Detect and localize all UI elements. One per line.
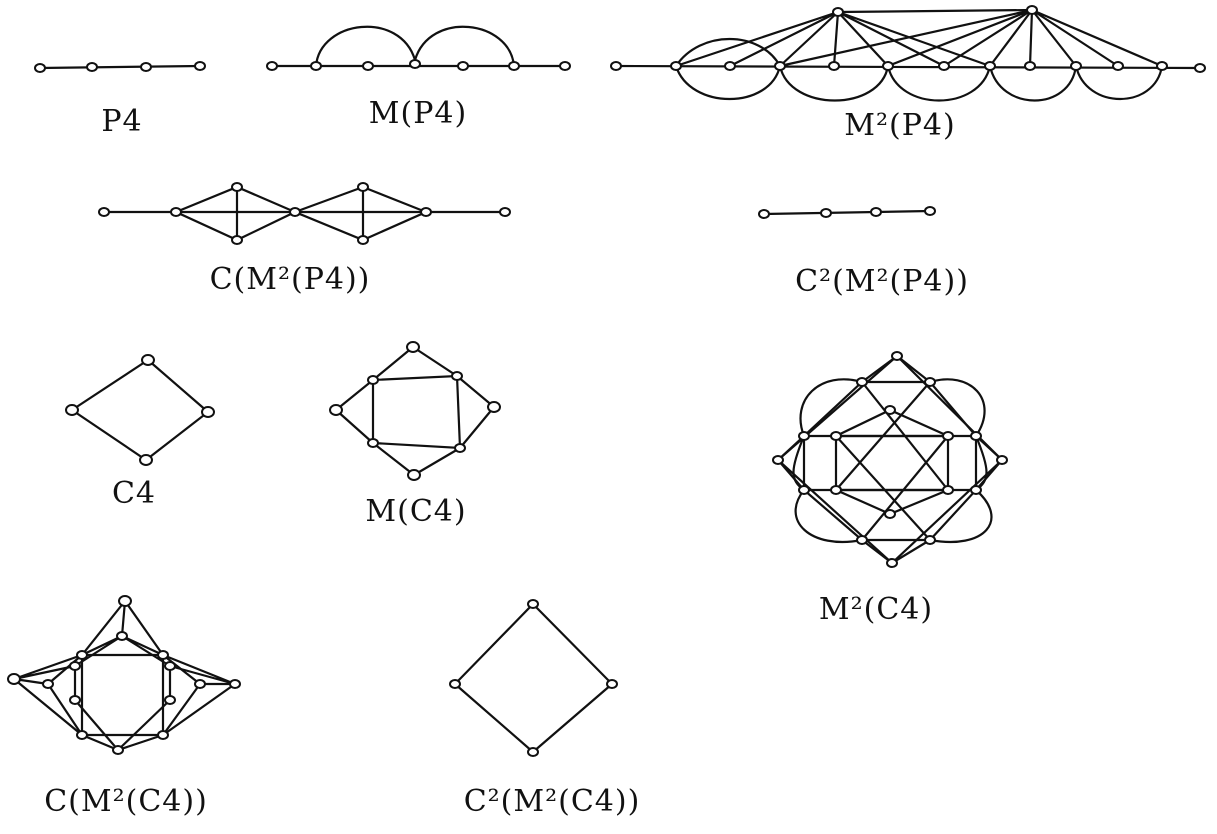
label-m-c4: M(C4)	[365, 494, 467, 529]
graph-c-m2-p4	[98, 182, 511, 245]
label-p4: P4	[101, 104, 143, 139]
graph-m2-p4	[610, 5, 1206, 102]
graph-c2-m2-p4	[758, 206, 936, 219]
graph-m-c4	[329, 341, 501, 481]
label-m2-c4: M²(C4)	[818, 592, 934, 627]
graph-c4	[65, 354, 215, 466]
graph-p4	[34, 61, 206, 73]
label-c2-m2-p4: C²(M²(P4))	[795, 264, 969, 299]
label-c-m2-p4: C(M²(P4))	[209, 262, 371, 297]
label-c4: C4	[111, 476, 157, 511]
label-c-m2-c4: C(M²(C4))	[44, 784, 208, 819]
graph-c-m2-c4	[7, 595, 241, 755]
label-m2-p4: M²(P4)	[844, 108, 956, 143]
label-c2-m2-c4: C²(M²(C4))	[463, 784, 641, 819]
graph-m2-c4	[772, 351, 1008, 568]
graph-c2-m2-c4	[449, 599, 618, 757]
label-m-p4: M(P4)	[368, 96, 468, 131]
graph-m-p4	[266, 25, 571, 71]
